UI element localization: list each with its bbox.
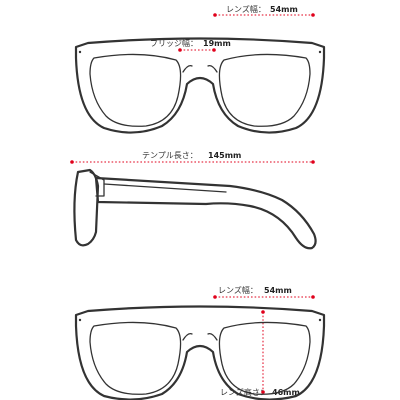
lens-width-label-2: レンズ幅： [218,285,258,295]
lens-width-label: レンズ幅： [226,4,266,14]
bridge-width-value: 19mm [203,39,231,48]
lens-height-value: 46mm [272,388,300,397]
front-view-top: レンズ幅： 54mm ブリッジ幅： 19mm [74,4,326,134]
side-temple-inner-line [103,183,227,193]
lens-width-value: 54mm [270,5,298,14]
lens-width-dimension: レンズ幅： 54mm [213,4,315,17]
front-frame-outline-top [74,37,326,134]
right-hinge-stud-top [318,50,322,54]
lens-width-dimension-2: レンズ幅： 54mm [213,285,315,299]
temple-length-label: テンプル長さ： [142,151,198,160]
right-lens-bottom [218,321,311,395]
right-hinge-stud-bottom [318,318,322,322]
nose-pads-top [182,64,218,73]
bridge-width-label: ブリッジ幅： [150,38,198,48]
temple-length-value: 145mm [208,151,241,160]
left-hinge-stud-bottom [78,318,82,322]
temple-length-dimension: テンプル長さ： 145mm [70,151,315,164]
nose-pads-bottom [182,332,218,341]
lens-width-value-2: 54mm [264,286,292,295]
side-front-rim [73,168,100,247]
side-view: テンプル長さ： 145mm [70,151,317,250]
right-lens-top [218,53,311,127]
left-lens-bottom [89,321,182,395]
side-temple-arm [94,176,317,250]
left-lens-top [89,53,182,127]
left-hinge-stud-top [78,50,82,54]
front-view-bottom: レンズ幅： 54mm レンズ高さ： 46mm [74,285,326,400]
bridge-width-dimension: ブリッジ幅： 19mm [150,38,231,52]
side-hinge [89,171,105,197]
front-frame-outline-bottom [74,305,326,400]
